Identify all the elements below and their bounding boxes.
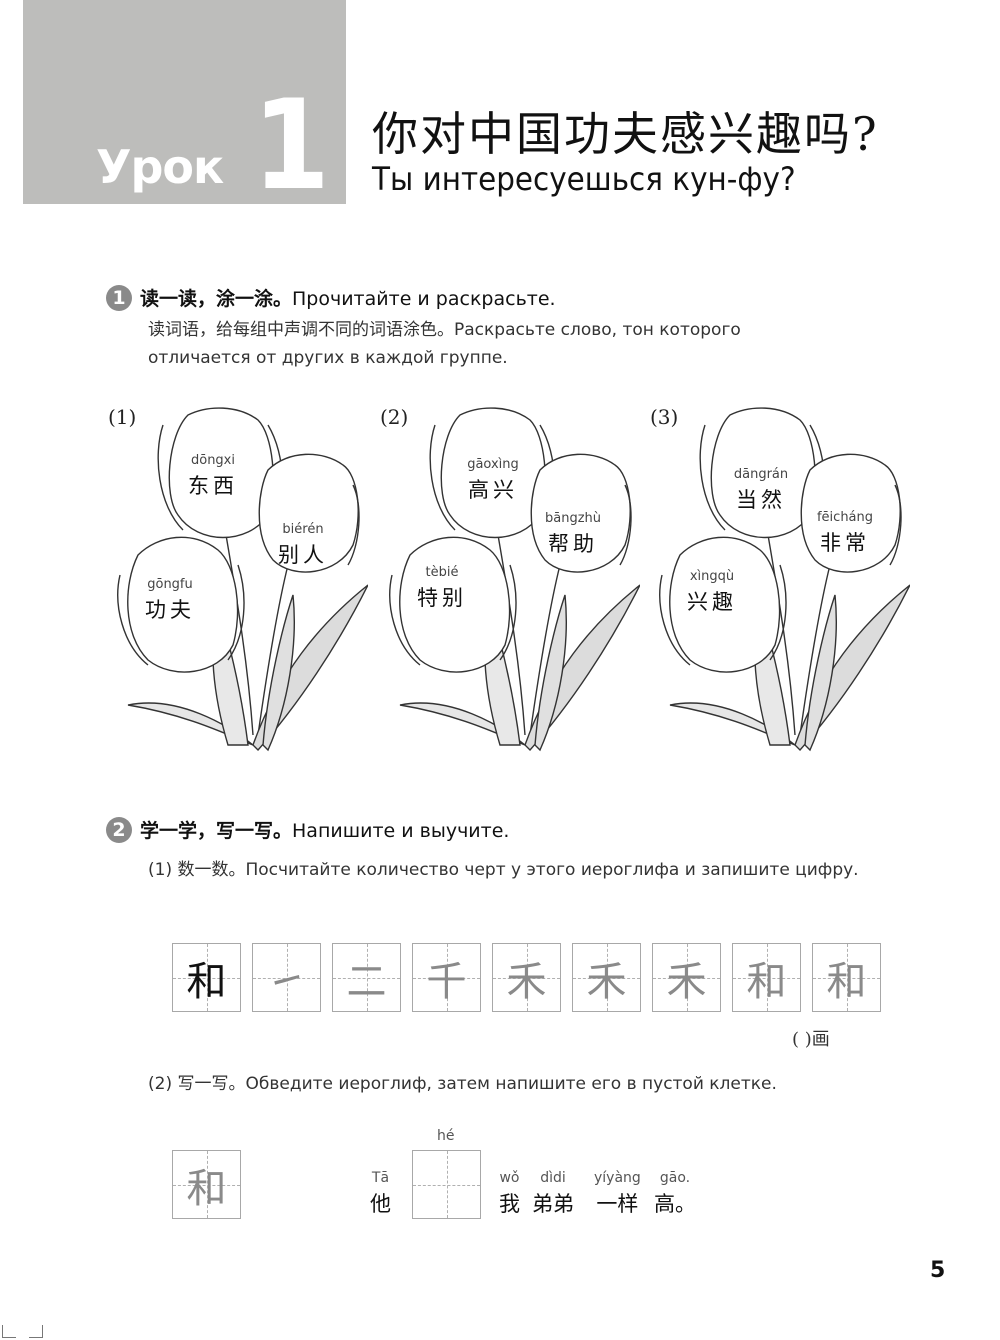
trace-cell[interactable]: 和: [172, 1150, 241, 1219]
page-number: 5: [930, 1258, 946, 1283]
lesson-title-russian: Ты интересуешься кун-фу?: [372, 160, 796, 198]
group-label: (1): [108, 405, 137, 429]
exercise-number-badge: 1: [106, 284, 132, 311]
sentence-word: dìdi 弟弟: [532, 1170, 574, 1216]
tulip-word[interactable]: fēicháng 非常: [816, 510, 874, 555]
part-2-instruction: (2) 写一写。Обведите иероглиф, затем напишит…: [148, 1074, 777, 1094]
tulip-illustration: [389, 407, 640, 752]
exercise-2-title-zh: 学一学，写一写。: [140, 820, 293, 842]
group-label: (2): [380, 405, 409, 429]
tulip-word[interactable]: tèbié 特别: [417, 565, 467, 610]
tulip-word[interactable]: biérén 别人: [278, 522, 328, 567]
exercise-1-title-zh: 读一读，涂一涂。: [140, 288, 293, 310]
stroke-count-answer-blank[interactable]: ( )画: [792, 1029, 830, 1050]
stroke-cell: 禾: [492, 943, 561, 1012]
sentence-word: yíyàng 一样: [594, 1170, 641, 1216]
tulip-word[interactable]: xìngqù 兴趣: [687, 569, 737, 614]
exercise-2-title-ru: Напишите и выучите.: [292, 820, 510, 842]
exercise-1-instruction: 读词语，给每组中声调不同的词语涂色。Раскрасьте слово, тон …: [148, 320, 741, 368]
sentence-word: Tā 他: [370, 1170, 391, 1216]
write-blank-cell[interactable]: [412, 1150, 481, 1219]
stroke-cell: 和: [812, 943, 881, 1012]
lesson-number: 1: [252, 74, 330, 218]
exercise-1-title-ru: Прочитайте и раскрасьте.: [292, 288, 556, 310]
tulip-word[interactable]: dāngrán 当然: [733, 467, 789, 512]
sentence-word: gāo. 高。: [654, 1170, 696, 1216]
tulip-illustration: [117, 407, 368, 752]
stroke-cell-model: 和: [172, 943, 241, 1012]
sentence-word: wǒ 我: [499, 1170, 520, 1216]
crop-mark: [29, 1325, 43, 1338]
stroke-cell: 二: [332, 943, 401, 1012]
tulip-bouquet-2: (2) gāoxìng 高兴 bāngzhù 帮助 tèbié 特别: [380, 405, 640, 765]
tulip-bouquet-1: (1) dōngxi 东西 biérén 别人 gōngfu 功夫: [108, 405, 368, 765]
tulip-word[interactable]: bāngzhù 帮助: [544, 511, 601, 556]
blank-pinyin: hé: [437, 1128, 455, 1144]
part-1-instruction: (1) 数一数。Посчитайте количество черт у это…: [148, 860, 859, 880]
stroke-cell: 禾: [572, 943, 641, 1012]
exercise-number-badge: 2: [106, 816, 132, 843]
tulip-word[interactable]: gōngfu 功夫: [145, 577, 195, 622]
exercise-1-heading: 1 读一读，涂一涂。Прочитайте и раскрасьте.: [106, 284, 556, 311]
stroke-cell: 禾: [652, 943, 721, 1012]
crop-mark: [2, 1325, 16, 1338]
stroke-cell: ㇀: [252, 943, 321, 1012]
stroke-order-grid: 和 ㇀ 二 千 禾 禾 禾 和 和: [172, 943, 881, 1012]
tulip-illustration: [659, 407, 910, 752]
lesson-header-block: [23, 0, 346, 204]
lesson-title-chinese: 你对中国功夫感兴趣吗?: [372, 107, 879, 161]
lesson-label: Урок: [96, 140, 224, 194]
exercise-2-heading: 2 学一学，写一写。Напишите и выучите.: [106, 816, 509, 843]
stroke-cell: 和: [732, 943, 801, 1012]
tulip-word[interactable]: gāoxìng 高兴: [467, 457, 519, 502]
tulip-word[interactable]: dōngxi 东西: [188, 453, 238, 498]
stroke-cell: 千: [412, 943, 481, 1012]
tulip-bouquet-3: (3) dāngrán 当然 fēicháng 非常 xìngqù 兴趣: [650, 405, 910, 765]
group-label: (3): [650, 405, 679, 429]
